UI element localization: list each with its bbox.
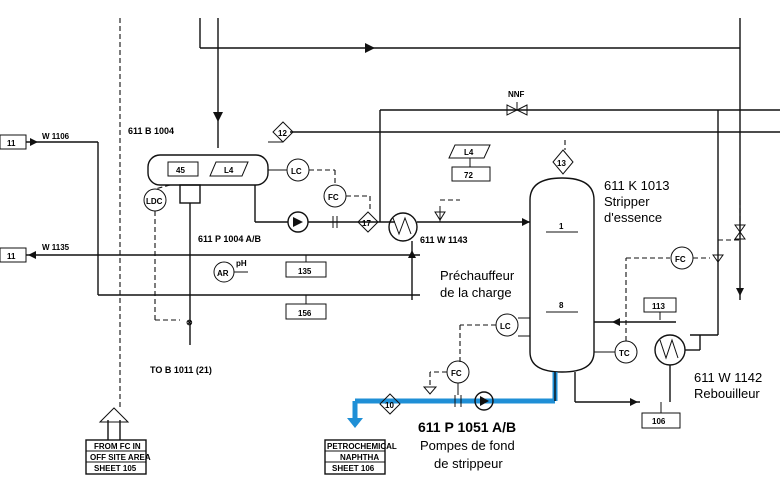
inlet-11-bottom: 11 W 1135 [0, 243, 420, 263]
preheater-label-2: de la charge [440, 285, 512, 300]
reboiler-w1142: 113 611 W 1142 Rebouilleur [594, 297, 762, 402]
inlet-11-top: 11 W 1106 [0, 132, 420, 296]
svg-text:PETROCHEMICAL: PETROCHEMICAL [327, 442, 397, 451]
pump-p1051-name-1: Pompes de fond [420, 438, 515, 453]
box-106: 106 [574, 372, 681, 429]
pump-p1004-label: 611 P 1004 A/B [198, 234, 262, 244]
svg-text:pH: pH [236, 259, 247, 268]
svg-text:1: 1 [559, 222, 564, 231]
svg-text:12: 12 [278, 129, 287, 138]
exchanger-w1143: 611 W 1143 [388, 199, 530, 300]
diamond-12: 12 [268, 121, 294, 143]
column-k1013: 1 8 611 K 1013 Stripper d'essence [529, 177, 670, 373]
svg-text:FC: FC [328, 193, 339, 202]
lc-drum: LC [291, 167, 302, 176]
svg-text:NAPHTHA: NAPHTHA [340, 453, 379, 462]
svg-text:L4: L4 [224, 166, 234, 175]
svg-text:11: 11 [7, 252, 16, 261]
box-113: 113 [652, 302, 665, 311]
w1135-label: W 1135 [42, 243, 70, 252]
pump-p1051-name-2: de strippeur [434, 456, 503, 471]
column-tag: 611 K 1013 [604, 178, 670, 193]
svg-text:SHEET 106: SHEET 106 [332, 464, 375, 473]
pump-p1004: 611 P 1004 A/B [198, 185, 395, 244]
diamond-13: 13 [552, 149, 574, 175]
drum-title: 611 B 1004 [128, 126, 174, 136]
svg-text:AR: AR [217, 269, 229, 278]
svg-text:L4: L4 [464, 148, 474, 157]
svg-text:SHEET 105: SHEET 105 [94, 464, 137, 473]
nnf-label: NNF [508, 90, 525, 99]
exchanger-w1143-label: 611 W 1143 [420, 235, 468, 245]
to-b1011-label: TO B 1011 (21) [150, 365, 212, 375]
valve-nnf: NNF [506, 90, 528, 116]
svg-text:FROM FC IN: FROM FC IN [94, 442, 141, 451]
svg-text:⊗: ⊗ [186, 318, 193, 327]
analyzer-ar: AR pH 135 156 [213, 255, 327, 320]
fc-right: FC [670, 48, 746, 336]
fc-bottom: FC [422, 360, 470, 407]
lc-column: LC [459, 313, 530, 362]
svg-text:45: 45 [176, 166, 185, 175]
ldc-tag: LDC [146, 197, 163, 206]
fc-mid: FC [323, 184, 371, 210]
svg-text:LC: LC [500, 322, 511, 331]
pump-p1051: 611 P 1051 A/B Pompes de fond de strippe… [418, 391, 516, 471]
box-135: 135 [298, 267, 312, 276]
preheater-label-1: Préchauffeur [440, 268, 515, 283]
box-72: 72 [464, 171, 473, 180]
diamond-10: 10 [379, 393, 401, 415]
svg-text:10: 10 [385, 401, 394, 410]
svg-text:11: 11 [7, 139, 16, 148]
diamond-17: 17 [357, 211, 379, 233]
reboiler-tag: 611 W 1142 [694, 370, 762, 385]
w1106-label: W 1106 [42, 132, 70, 141]
svg-text:OFF SITE AREA: OFF SITE AREA [90, 453, 151, 462]
svg-text:TC: TC [619, 349, 630, 358]
column-name-2: d'essence [604, 210, 662, 225]
top-process-lines [199, 18, 780, 222]
from-box: FROM FC IN OFF SITE AREA SHEET 105 [85, 407, 151, 475]
svg-text:8: 8 [559, 301, 564, 310]
pump-p1051-tag: 611 P 1051 A/B [418, 419, 516, 435]
column-name-1: Stripper [604, 194, 650, 209]
box-156: 156 [298, 309, 312, 318]
indicator-l4-72: L4 72 [448, 144, 491, 182]
svg-text:13: 13 [557, 159, 566, 168]
tc: TC [594, 257, 670, 364]
drum-b1004: 611 B 1004 45 L4 LC LDC ⊗ [119, 18, 336, 410]
svg-text:17: 17 [362, 219, 371, 228]
svg-text:FC: FC [675, 255, 686, 264]
to-box: PETROCHEMICAL NAPHTHA SHEET 106 [324, 439, 397, 475]
svg-text:FC: FC [451, 369, 462, 378]
svg-text:106: 106 [652, 417, 666, 426]
reboiler-name: Rebouilleur [694, 386, 760, 401]
